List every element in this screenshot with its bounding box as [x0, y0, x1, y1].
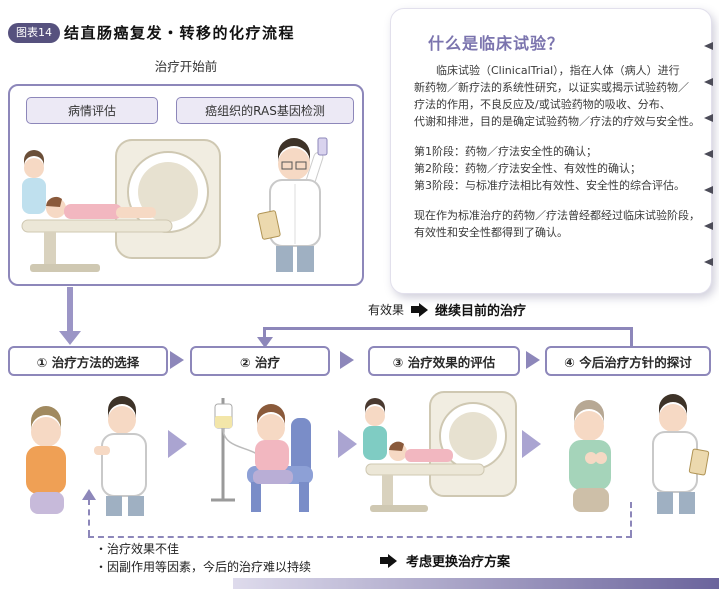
illustration-assessment-ct: [21, 139, 221, 272]
illustration-future-discussion: [569, 394, 710, 514]
ras-test-box: 癌组织的RAS基因检测: [176, 97, 354, 124]
effective-loop-line: [263, 327, 633, 330]
step-2-box: ② 治疗: [190, 346, 330, 376]
page-curl-mark: [704, 186, 713, 194]
assessment-box: 病情评估: [26, 97, 158, 124]
effective-loop-arrowhead: [257, 337, 273, 348]
panel-phase-line: 第3阶段：与标准疗法相比有效性、安全性的综合评估。: [414, 179, 685, 192]
scene-arrow-icon: [522, 430, 541, 458]
step-arrow-icon: [526, 351, 540, 369]
failure-loop-line: [88, 536, 632, 538]
right-arrow-icon: [411, 302, 429, 317]
illustration-treatment-selection: [26, 396, 147, 516]
step-4-box: ④ 今后治疗方针的探讨: [545, 346, 711, 376]
panel-body: 临床试验（ClinicalTrial），指在人体（病人）进行 新药物／新疗法的系…: [414, 62, 708, 241]
illustration-ct-evaluation: [363, 391, 517, 512]
page-curl-mark: [704, 150, 713, 158]
failure-loop-arrowhead: [82, 489, 96, 500]
panel-title: 什么是临床试验？: [428, 34, 565, 53]
effective-label-row: 有效果 继续目前的治疗: [368, 300, 526, 319]
step-arrow-icon: [340, 351, 354, 369]
panel-text-line: 现在作为标准治疗的药物／疗法曾经都经过临床试验阶段，: [414, 209, 700, 222]
step-arrow-icon: [170, 351, 184, 369]
effective-condition: 有效果: [368, 303, 405, 317]
effective-loop-line: [263, 327, 266, 339]
effective-loop-line: [630, 327, 633, 348]
pretreatment-label: 治疗开始前: [154, 59, 218, 74]
panel-text-line: 代谢和排泄，目的是确定试验药物／疗法的疗效与安全性。: [414, 115, 700, 128]
page-curl-mark: [704, 114, 713, 122]
panel-text-line: 新药物／新疗法的系统性研究，以证实或揭示试验药物／: [414, 81, 689, 94]
failure-note-2: ・因副作用等因素，今后的治疗难以持续: [95, 560, 312, 574]
illustration-infusion: [211, 398, 313, 512]
effective-action: 继续目前的治疗: [435, 304, 527, 319]
scene-arrow-icon: [168, 430, 187, 458]
panel-phase-line: 第2阶段：药物／疗法安全性、有效性的确认；: [414, 162, 641, 175]
down-arrow-head: [59, 331, 81, 345]
step-1-box: ① 治疗方法的选择: [8, 346, 168, 376]
failure-note-1: ・治疗效果不佳: [95, 542, 180, 556]
page-curl-mark: [704, 42, 713, 50]
page-curl-mark: [704, 222, 713, 230]
failure-action: 考虑更换治疗方案: [406, 555, 511, 570]
failure-loop-line: [88, 499, 90, 536]
illustration-doctor-ras-sample: [257, 137, 328, 272]
scene-arrow-icon: [338, 430, 357, 458]
failure-action-row: 考虑更换治疗方案: [380, 551, 510, 570]
panel-phase-line: 第1阶段：药物／疗法安全性的确认；: [414, 145, 597, 158]
down-arrow-line: [67, 287, 73, 332]
step-3-box: ③ 治疗效果的评估: [368, 346, 520, 376]
panel-text-line: 临床试验（ClinicalTrial），指在人体（病人）进行: [414, 64, 680, 77]
page-title: 结直肠癌复发・转移的化疗流程: [64, 24, 296, 42]
failure-loop-line: [630, 502, 632, 536]
panel-text-line: 有效性和安全性都得到了确认。: [414, 226, 568, 239]
panel-text-line: 疗法的作用，不良反应及/或试验药物的吸收、分布、: [414, 98, 671, 111]
page-curl-mark: [704, 258, 713, 266]
page-curl-mark: [704, 78, 713, 86]
clinical-trial-panel: [390, 8, 712, 294]
footer-bar: [233, 578, 719, 589]
right-arrow-icon: [380, 553, 397, 568]
figure-badge: 图表14: [8, 23, 60, 43]
